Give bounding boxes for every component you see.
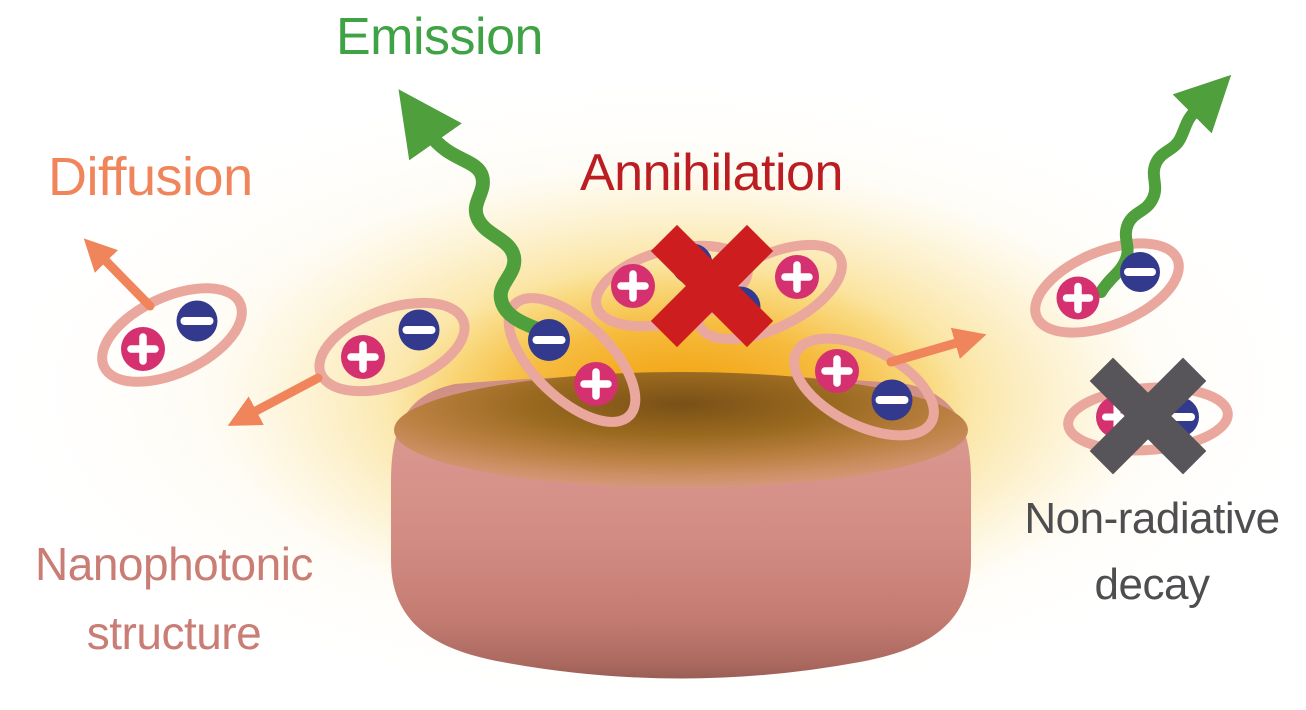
diffusion-arrow-down-left-icon [227,373,323,426]
exciton-ring-emission-right [1030,238,1184,338]
hole-icon [121,327,165,371]
electron-icon [176,300,218,342]
annihilation-label: Annihilation [580,144,843,202]
exciton-ring-disk-right [789,333,939,441]
hole-icon [815,349,859,393]
exciton-ring-diffusion-left [97,283,247,387]
exciton-ring-diffusion-mid [314,297,470,397]
diffusion-arrow-right-icon [886,327,987,367]
hole-icon [574,362,618,406]
electron-icon [528,319,570,361]
hole-icon [775,255,819,299]
exciton-ring-emission-center [503,293,641,427]
exciton-ring-nonradiative [1063,382,1233,456]
diffusion-label: Diffusion [48,147,253,207]
annihilation-x-icon [650,224,774,348]
nanophotonic-label-line2: structure [86,607,262,659]
electron-icon [398,309,440,351]
hole-icon [341,335,385,379]
emission-photon-arrow-icon [398,89,553,339]
non-radiative-decay-label: Non-radiative decay [988,486,1306,618]
electron-icon [871,379,913,421]
nanophotonic-disk [391,372,971,679]
hole-icon [1056,276,1100,320]
nanophotonic-structure-label: Nanophotonic structure [0,530,348,668]
electron-icon [1120,252,1160,292]
diffusion-arrow-up-left-icon [83,238,155,311]
hole-icon [611,264,655,308]
emission-label: Emission [336,8,543,66]
nonradiative-x-icon [1089,357,1207,475]
non-radiative-label-line2: decay [1094,560,1210,609]
non-radiative-label-line1: Non-radiative [1024,494,1280,543]
nanophotonic-label-line1: Nanophotonic [35,538,313,590]
